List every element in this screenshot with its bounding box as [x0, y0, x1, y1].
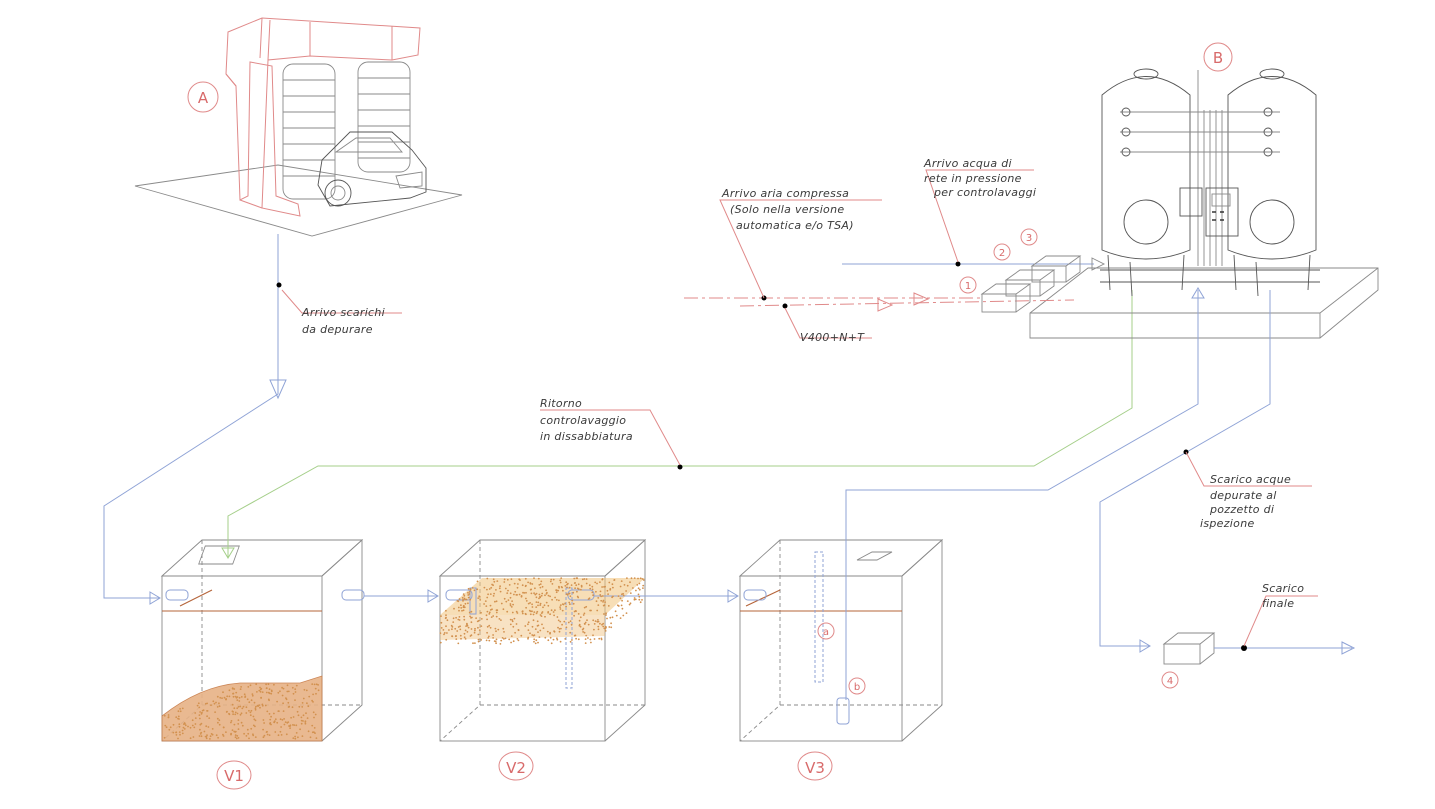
- tag-V1: V1: [224, 767, 244, 785]
- tank-v1: [160, 538, 364, 742]
- filter-tank-left: [1101, 68, 1191, 297]
- tag-b: b: [854, 682, 860, 693]
- car-icon: [317, 131, 427, 207]
- filter-unit: B: [1029, 42, 1379, 339]
- tag-V3: V3: [805, 759, 825, 777]
- aria-line1: Arrivo aria compressa: [721, 187, 849, 200]
- ritorno-line3: in dissabbiatura: [540, 430, 633, 443]
- scarico-finale-line1: Scarico: [1262, 582, 1304, 595]
- wash-brush-right: [357, 61, 411, 173]
- scarico-depurate-line2: depurate al: [1210, 489, 1277, 502]
- ritorno-line1: Ritorno: [540, 397, 582, 410]
- sediment-v2: [439, 577, 645, 645]
- tag-2: 2: [999, 248, 1005, 259]
- tank-v3: [738, 538, 944, 742]
- filter-feed-line: [845, 287, 1205, 700]
- aria-line3: automatica e/o TSA): [736, 219, 854, 232]
- tag-B: B: [1213, 49, 1223, 67]
- scarico-depurate-line3: pozzetto di: [1209, 503, 1274, 516]
- arrivo-scarichi-line1: Arrivo scarichi: [301, 306, 385, 319]
- backwash-return-line: [221, 290, 1133, 559]
- ritorno-line2: controlavaggio: [540, 414, 626, 427]
- scarico-depurate-line1: Scarico acque: [1210, 473, 1291, 486]
- aria-line2: (Solo nella versione: [730, 203, 844, 216]
- water-supply-line: [842, 169, 1106, 271]
- power-label: V400+N+T: [800, 331, 865, 344]
- car-wash-unit: A: [134, 17, 463, 237]
- device-box-3: [1030, 255, 1082, 283]
- tank-v2: [438, 538, 647, 742]
- tag-V2: V2: [506, 759, 526, 777]
- treated-discharge-line: [1099, 290, 1312, 653]
- final-discharge-line: [1214, 595, 1356, 655]
- device-boxes: 1 2 3: [959, 228, 1082, 313]
- device-box-1: [980, 283, 1032, 313]
- tag-a: a: [823, 627, 829, 638]
- acqua-line2: rete in pressione: [924, 172, 1022, 185]
- pipe-v1-v2: [341, 589, 439, 603]
- wash-brush-left: [282, 63, 336, 200]
- filter-tank-right: [1227, 68, 1317, 297]
- scarico-depurate-line4: ispezione: [1200, 517, 1255, 530]
- inspection-pit-4: 4: [1161, 632, 1216, 689]
- tag-4: 4: [1167, 676, 1173, 687]
- power-air-lines: [684, 199, 1075, 339]
- valve-manifold: [1120, 70, 1280, 266]
- arrivo-scarichi-line2: da depurare: [302, 323, 373, 336]
- tag-A: A: [198, 89, 209, 107]
- tag-3: 3: [1026, 233, 1032, 244]
- inflow-line: [103, 234, 402, 605]
- acqua-line3: per controlavaggi: [933, 186, 1036, 199]
- scarico-finale-line2: finale: [1262, 597, 1294, 610]
- tag-1: 1: [965, 281, 971, 292]
- control-panel: [1179, 187, 1239, 237]
- sediment-v1: [163, 683, 320, 740]
- device-box-2: [1004, 269, 1056, 297]
- acqua-line1: Arrivo acqua di: [923, 157, 1012, 170]
